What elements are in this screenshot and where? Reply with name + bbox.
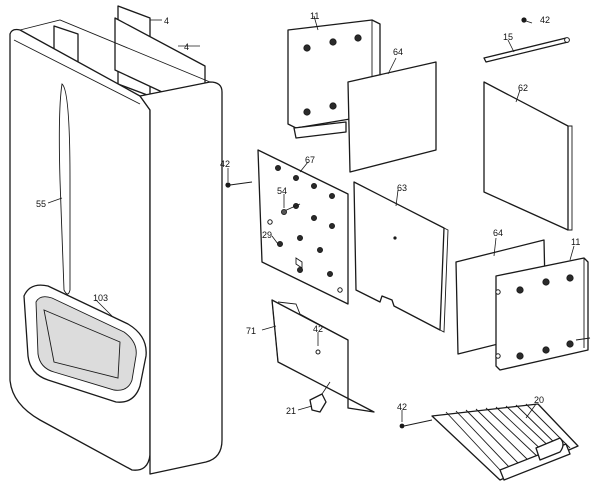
label-casing-top-panel-b: 4 — [184, 42, 189, 52]
clip — [309, 381, 331, 413]
label-inner-panel: 63 — [397, 183, 407, 193]
front-cover-groove — [58, 83, 71, 295]
label-sensor: 29 — [262, 230, 272, 240]
label-screw-mid: 42 — [313, 324, 323, 334]
combustion-chamber-panel — [257, 149, 349, 305]
rod-assembly — [483, 17, 570, 63]
casing-top-rim — [19, 19, 211, 83]
electrode — [280, 203, 301, 215]
label-combustion-panel: 67 — [305, 155, 315, 165]
label-rear-insulation: 62 — [518, 83, 528, 93]
label-screw-bottom: 42 — [397, 402, 407, 412]
label-clip: 21 — [286, 406, 296, 416]
label-screw-top: 42 — [540, 15, 550, 25]
label-deflector: 71 — [246, 326, 256, 336]
label-rod: 15 — [503, 32, 513, 42]
inner-panel — [353, 181, 445, 331]
right-panel-bracket — [495, 257, 591, 371]
viewing-window-glass — [35, 296, 137, 391]
casing-side-panel — [9, 28, 151, 471]
rear-insulation-panel — [483, 81, 569, 231]
casing-front-face — [139, 81, 223, 475]
label-electrode: 54 — [277, 186, 287, 196]
label-casing-top-panel-a: 4 — [164, 16, 169, 26]
label-left-panel-bracket: 11 — [310, 11, 319, 21]
label-left-insulation: 64 — [393, 47, 403, 57]
leader-lines — [47, 15, 575, 422]
screw-bottom — [399, 423, 405, 429]
label-screw-left: 42 — [220, 159, 230, 169]
screw-top — [521, 17, 527, 23]
label-right-insulation: 64 — [493, 228, 503, 238]
deflector-plate — [271, 299, 375, 413]
left-insulation-panel — [347, 61, 437, 173]
burner-assembly — [431, 403, 579, 481]
label-viewing-window: 103 — [93, 293, 108, 303]
label-front-cover: 55 — [36, 199, 46, 209]
label-burner: 20 — [534, 395, 544, 405]
outer-casing — [9, 5, 223, 475]
screw-left — [225, 182, 231, 188]
label-right-panel-bracket: 11 — [571, 237, 580, 247]
